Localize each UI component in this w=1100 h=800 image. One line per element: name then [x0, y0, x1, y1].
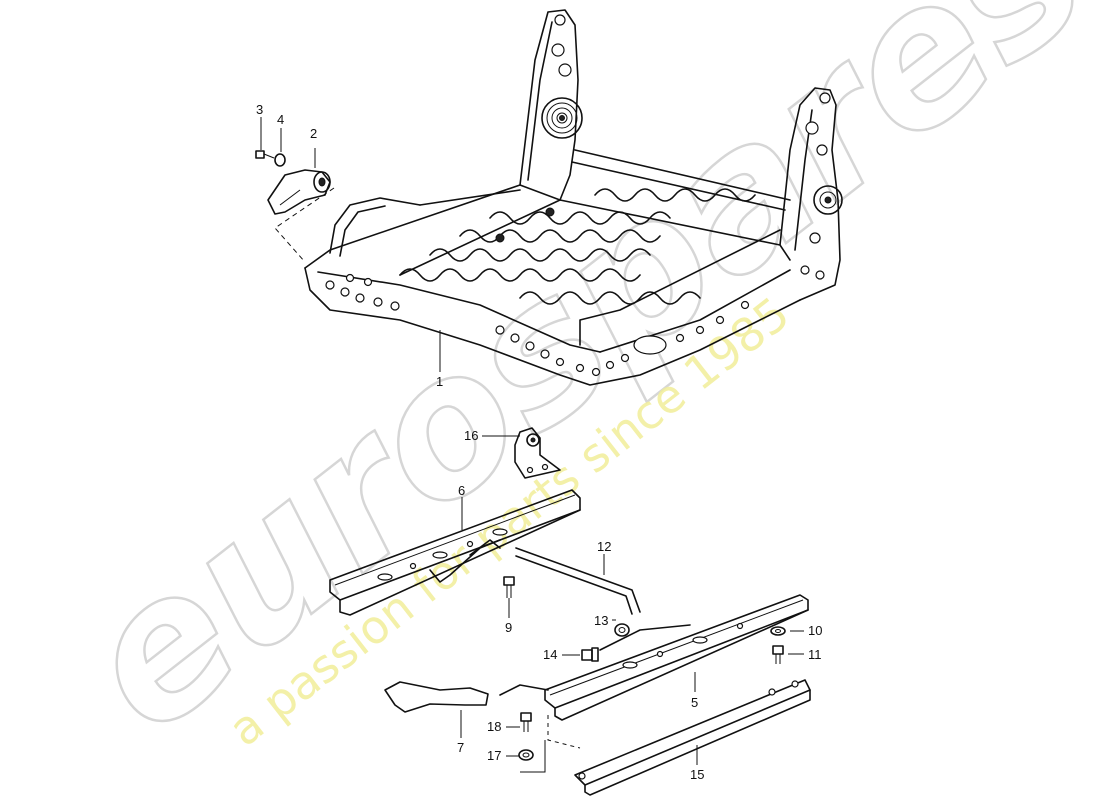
callout-16: 16: [464, 428, 478, 443]
connecting-rod-part-12[interactable]: [515, 547, 641, 615]
callout-9: 9: [505, 620, 512, 635]
callout-5: 5: [691, 695, 698, 710]
watermark: eurospares a passion for parts since 198…: [40, 0, 1100, 777]
callout-11: 11: [808, 647, 822, 662]
callout-12: 12: [597, 539, 611, 554]
watermark-brand: eurospares: [42, 0, 1100, 775]
callout-2: 2: [310, 126, 317, 141]
lower-rail-part-15[interactable]: [574, 679, 811, 796]
callout-7: 7: [457, 740, 464, 755]
seat-rail-part-6[interactable]: [329, 489, 581, 616]
callout-1: 1: [436, 374, 443, 389]
bushing-part-13[interactable]: [614, 623, 630, 637]
handle-part-2[interactable]: [267, 169, 331, 215]
callout-10: 10: [808, 623, 822, 638]
callout-18: 18: [487, 719, 501, 734]
callouts: 1 2 3 4 5 6 7 9 10 11 12 13 14 15 16 17 …: [256, 102, 822, 782]
screw-part-9[interactable]: [503, 576, 515, 598]
callout-15: 15: [690, 767, 704, 782]
callout-3: 3: [256, 102, 263, 117]
release-handle-part-7[interactable]: [384, 681, 489, 713]
bolt-part-14[interactable]: [581, 647, 599, 662]
callout-4: 4: [277, 112, 284, 127]
leader-lines: [260, 117, 804, 773]
bracket-part-16[interactable]: [514, 427, 561, 479]
washer-part-4[interactable]: [274, 153, 286, 167]
screw-part-11[interactable]: [772, 645, 784, 664]
seat-rail-part-5[interactable]: [499, 594, 809, 721]
callout-14: 14: [543, 647, 557, 662]
washer-part-10[interactable]: [770, 626, 786, 636]
callout-17: 17: [487, 748, 501, 763]
seat-frame-part-1[interactable]: [304, 9, 843, 386]
screw-part-3[interactable]: [255, 150, 275, 159]
callout-6: 6: [458, 483, 465, 498]
screw-part-18[interactable]: [520, 712, 532, 732]
nut-part-17[interactable]: [518, 749, 534, 761]
callout-13: 13: [594, 613, 608, 628]
